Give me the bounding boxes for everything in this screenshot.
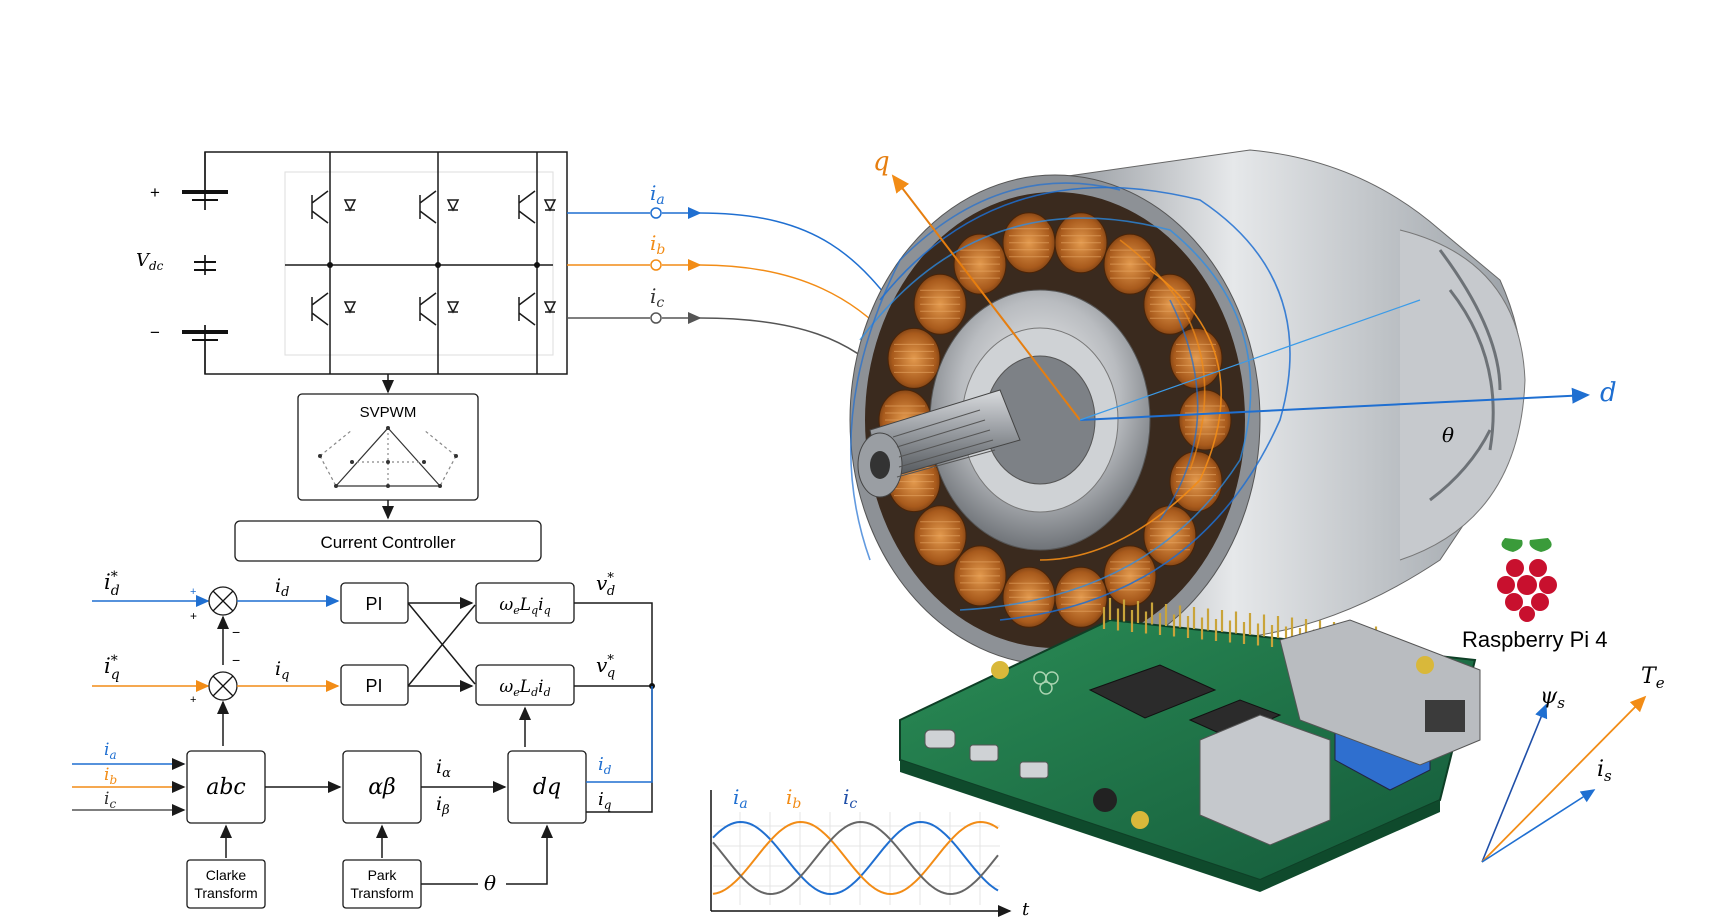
- i-beta-label: iβ: [436, 793, 450, 818]
- id-feedback-wire: [586, 686, 653, 783]
- alphabeta-label: αβ: [368, 775, 396, 800]
- decoupling-block-d: ωeLqiq: [475, 582, 575, 624]
- raspberry-pi-logo: [1497, 538, 1557, 622]
- dq-label: dq: [533, 775, 561, 800]
- q-axis: [891, 174, 1081, 421]
- board-raspberry-logo: [1033, 671, 1059, 695]
- svpwm-points: [318, 426, 458, 488]
- park-line2: Transform: [350, 885, 413, 901]
- igbt-leg-1: [311, 152, 357, 374]
- wave-ia-label: ia: [733, 785, 748, 812]
- is-label: is: [1597, 757, 1612, 785]
- input-ib-label: ib: [104, 765, 117, 787]
- decoupling-block-q: ωeLdid: [475, 664, 575, 706]
- three-phase-inverter: + − Vdc: [136, 151, 906, 381]
- svpwm-label: SVPWM: [360, 404, 417, 421]
- iq-label: iq: [275, 658, 289, 683]
- foc-control-loops: i*d i*q + + − − + id iq PI PI: [72, 569, 655, 909]
- wave-t-label: t: [1022, 899, 1030, 917]
- te-vector: [1481, 695, 1647, 863]
- park-line1: Park: [368, 867, 398, 883]
- clarke-line2: Transform: [194, 885, 257, 901]
- iq-out-label: iq: [598, 789, 612, 812]
- wave-ib: [712, 820, 999, 896]
- id-ref-label: i*d: [104, 569, 120, 599]
- usb-port-stack-1: [1199, 714, 1331, 846]
- current-controller-block: Current Controller: [234, 520, 542, 562]
- te-label: Te: [1641, 664, 1665, 692]
- cross-coupling-line-1: [407, 602, 476, 685]
- clarke-line1: Clarke: [206, 867, 247, 883]
- d-axis-label: d: [1600, 378, 1617, 408]
- output-ib-label: ib: [650, 231, 665, 258]
- raspberry-pi-label: Raspberry Pi 4: [1462, 627, 1608, 652]
- output-ia-label: ia: [650, 181, 665, 208]
- sum-d-minus: −: [232, 624, 240, 640]
- d-axis: [1079, 387, 1590, 421]
- igbt-leg-2: [419, 152, 460, 374]
- pi-q-label: PI: [365, 676, 382, 696]
- inverter-frame: [204, 151, 568, 375]
- sum-d-plus-1: +: [190, 586, 196, 598]
- id-label: id: [275, 575, 289, 600]
- wave-ic: [712, 820, 999, 896]
- bldc-motor-illustration: q d θ: [849, 147, 1617, 666]
- alphabeta-transform-block: αβ: [342, 750, 422, 824]
- vd-label: v*d: [596, 571, 615, 599]
- pi-controller-d: PI: [340, 582, 409, 624]
- q-axis-label: q: [873, 147, 890, 177]
- pi-d-label: PI: [365, 594, 382, 614]
- summing-junction-q: [208, 671, 238, 701]
- park-transform-box: Park Transform: [342, 859, 422, 909]
- i-alpha-label: iα: [436, 756, 451, 781]
- vq-label: v*q: [596, 653, 615, 681]
- iq-ref-label: i*q: [104, 653, 120, 683]
- abc-transform-block: abc: [186, 750, 266, 824]
- psi-s-vector: [1481, 703, 1548, 863]
- decoupling-q-label: ωeLdid: [499, 677, 550, 699]
- decoupling-d-label: ωeLqiq: [499, 595, 550, 617]
- svpwm-block: SVPWM: [297, 393, 479, 501]
- psi-s-label: ψs: [1540, 684, 1565, 712]
- motor-theta-label: θ: [1442, 423, 1454, 447]
- input-ic-label: ic: [104, 789, 116, 811]
- igbt-leg-3: [518, 152, 557, 374]
- usb-c-port: [924, 729, 956, 749]
- sum-d-plus-2: +: [190, 609, 197, 623]
- audio-jack: [1093, 788, 1117, 812]
- phase-current-waveform: ia ib ic t: [710, 785, 1030, 917]
- clarke-transform-box: Clarke Transform: [186, 859, 266, 909]
- dq-transform-block: dq: [507, 750, 587, 824]
- input-ia-label: ia: [104, 740, 117, 762]
- sum-q-minus: −: [232, 652, 240, 668]
- micro-hdmi-port-2: [1019, 761, 1049, 779]
- summing-junction-d: [208, 586, 238, 616]
- vdc-label: Vdc: [136, 250, 164, 273]
- dc-plus-label: +: [150, 183, 160, 202]
- is-vector: [1481, 789, 1596, 863]
- micro-hdmi-port-1: [969, 744, 999, 762]
- sum-q-plus: +: [190, 694, 196, 706]
- abc-label: abc: [206, 775, 246, 800]
- output-ic-label: ic: [650, 284, 664, 311]
- wave-ic-label: ic: [843, 785, 857, 812]
- current-controller-label: Current Controller: [320, 533, 455, 552]
- id-out-label: id: [598, 754, 612, 777]
- cross-coupling-line-2: [407, 604, 476, 687]
- torque-vector-diagram: ψs Te is: [1481, 664, 1665, 863]
- theta-label: θ: [484, 871, 496, 895]
- magnetic-field-lines: [849, 182, 1291, 621]
- raspberry-pi-board: [899, 598, 1481, 892]
- dc-minus-label: −: [150, 323, 160, 342]
- pi-controller-q: PI: [340, 664, 409, 706]
- wave-ib-label: ib: [786, 785, 801, 812]
